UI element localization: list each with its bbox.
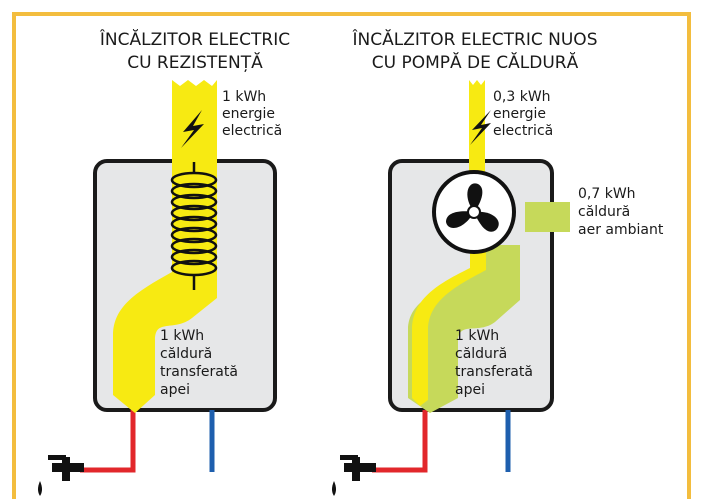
left-output-line1: 1 kWh — [160, 328, 204, 344]
right-combined-heat-band — [408, 245, 520, 413]
right-output-line1: 1 kWh — [455, 328, 499, 344]
right-input-line1: 0,3 kWh — [493, 89, 551, 105]
left-output-line3: transferată — [160, 364, 238, 380]
ambient-line3: aer ambiant — [578, 222, 664, 238]
faucet-icon — [38, 455, 84, 496]
left-input-line2: energie — [222, 106, 275, 122]
right-input-line2: energie — [493, 106, 546, 122]
left-output-line4: apei — [160, 382, 190, 398]
left-output-line2: căldură — [160, 346, 212, 362]
right-title-line2: CU POMPĂ DE CĂLDURĂ — [372, 51, 579, 73]
left-hot-pipe — [80, 410, 136, 473]
right-input-line3: electrică — [493, 123, 553, 139]
right-electric-inner-band — [412, 245, 486, 406]
right-output-line4: apei — [455, 382, 485, 398]
left-title-line2: CU REZISTENȚĂ — [127, 51, 263, 73]
left-electric-energy-band — [113, 80, 217, 413]
ambient-heat-band — [525, 202, 570, 232]
fan-icon — [432, 170, 516, 254]
right-panel: ÎNCĂLZITOR ELECTRIC NUOS CU POMPĂ DE CĂL… — [332, 28, 664, 496]
heating-coil-icon — [170, 162, 218, 290]
left-input-line3: electrică — [222, 123, 282, 139]
left-band-top-edge — [172, 80, 217, 86]
ambient-line1: 0,7 kWh — [578, 186, 636, 202]
lightning-icon — [470, 110, 491, 145]
right-output-line2: căldură — [455, 346, 507, 362]
left-title-line1: ÎNCĂLZITOR ELECTRIC — [99, 28, 290, 50]
right-output-line3: transferată — [455, 364, 533, 380]
lightning-icon — [181, 110, 204, 148]
ambient-line2: căldură — [578, 204, 630, 220]
right-title-line1: ÎNCĂLZITOR ELECTRIC NUOS — [352, 28, 598, 50]
right-band-top-edge — [469, 80, 485, 85]
right-hot-pipe — [372, 410, 428, 473]
left-input-line1: 1 kWh — [222, 89, 266, 105]
left-panel: ÎNCĂLZITOR ELECTRIC CU REZISTENȚĂ — [38, 28, 290, 496]
faucet-icon — [332, 455, 376, 496]
